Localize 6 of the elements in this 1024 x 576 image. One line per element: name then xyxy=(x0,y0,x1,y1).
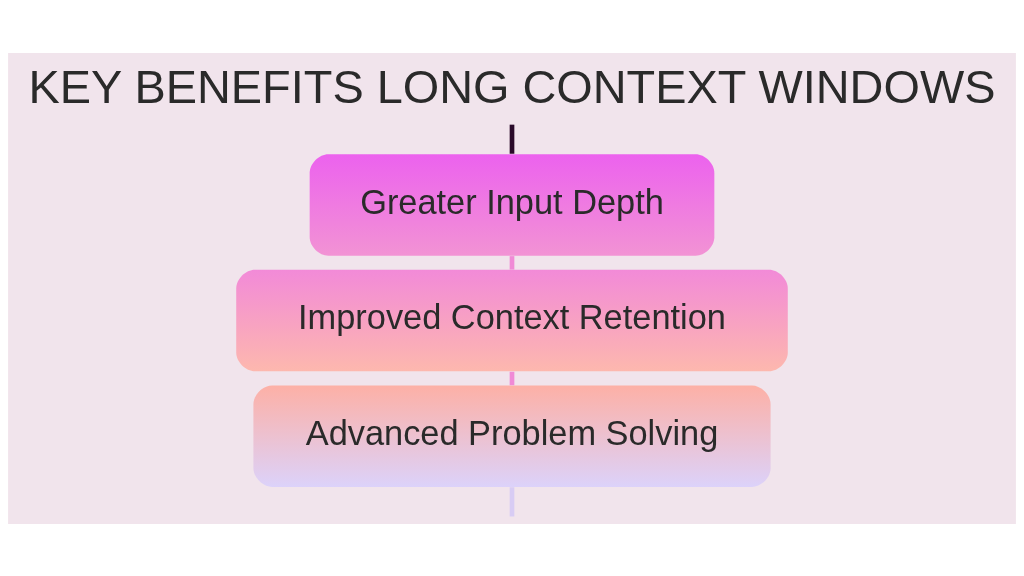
connector xyxy=(509,124,515,154)
node-box: Advanced Problem Solving xyxy=(253,384,771,487)
connector xyxy=(509,486,515,516)
diagram-title: KEY BENEFITS LONG CONTEXT WINDOWS xyxy=(28,60,996,113)
node-box: Greater Input Depth xyxy=(309,153,715,256)
node-box: Improved Context Retention xyxy=(236,269,788,371)
